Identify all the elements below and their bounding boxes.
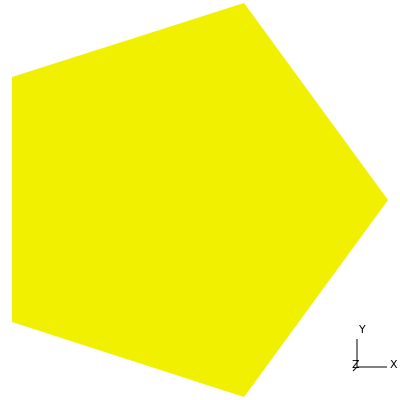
x-axis-label: X [390,358,398,371]
z-axis-label: Z [352,358,360,371]
yellow-pentagon-shape[interactable] [12,3,388,397]
y-axis-label: Y [358,323,366,336]
axes-triad: X Y Z [352,323,398,372]
z-axis-line [352,366,358,372]
